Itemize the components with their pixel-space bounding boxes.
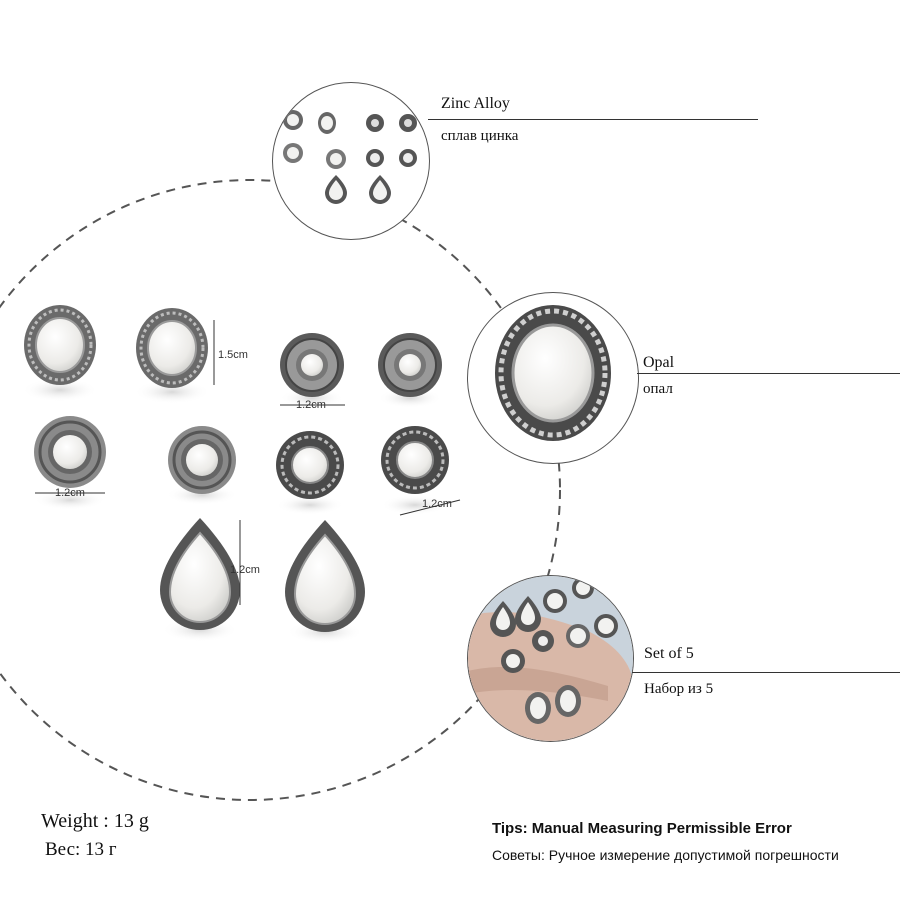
material-label-ru: сплав цинка bbox=[441, 128, 519, 144]
flower-stud-left bbox=[280, 333, 344, 408]
teardrop-stud-left bbox=[160, 518, 240, 642]
dimension-label-teardrop: 1.2cm bbox=[230, 564, 260, 576]
dimension-label-oval: 1.5cm bbox=[218, 349, 248, 361]
set-callout-circle bbox=[467, 575, 634, 742]
dimension-label-flower: 1.2cm bbox=[296, 399, 326, 411]
oval-stud-right bbox=[134, 308, 210, 404]
hand-holding-set-icon bbox=[468, 576, 633, 741]
mini-earrings-icon bbox=[283, 110, 417, 204]
dimension-label-lace: 1.2cm bbox=[422, 498, 452, 510]
set-label-en: Set of 5 bbox=[644, 645, 694, 662]
round-stud-left bbox=[34, 416, 106, 510]
set-divider bbox=[632, 672, 900, 673]
tips-en: Tips: Manual Measuring Permissible Error bbox=[492, 820, 792, 837]
weight-ru: Вес: 13 г bbox=[45, 839, 117, 860]
tips-ru: Советы: Ручное измерение допустимой погр… bbox=[492, 847, 839, 863]
flower-stud-right bbox=[378, 333, 442, 408]
opal-label-en: Opal bbox=[643, 354, 675, 371]
opal-closeup-icon bbox=[495, 305, 611, 441]
teardrop-stud-right bbox=[285, 520, 365, 644]
material-divider bbox=[428, 119, 758, 120]
dimension-label-round: 1.2cm bbox=[55, 487, 85, 499]
opal-divider bbox=[637, 373, 900, 374]
lace-stud-right bbox=[381, 426, 449, 515]
round-stud-right bbox=[166, 426, 238, 505]
material-callout-circle bbox=[272, 82, 430, 240]
lace-stud-left bbox=[276, 431, 344, 515]
oval-stud-left bbox=[22, 305, 98, 402]
opal-callout-circle bbox=[467, 292, 639, 464]
set-label-ru: Набор из 5 bbox=[644, 681, 714, 697]
opal-label-ru: опал bbox=[643, 381, 673, 397]
material-label-en: Zinc Alloy bbox=[441, 95, 510, 112]
weight-en: Weight : 13 g bbox=[41, 810, 149, 832]
